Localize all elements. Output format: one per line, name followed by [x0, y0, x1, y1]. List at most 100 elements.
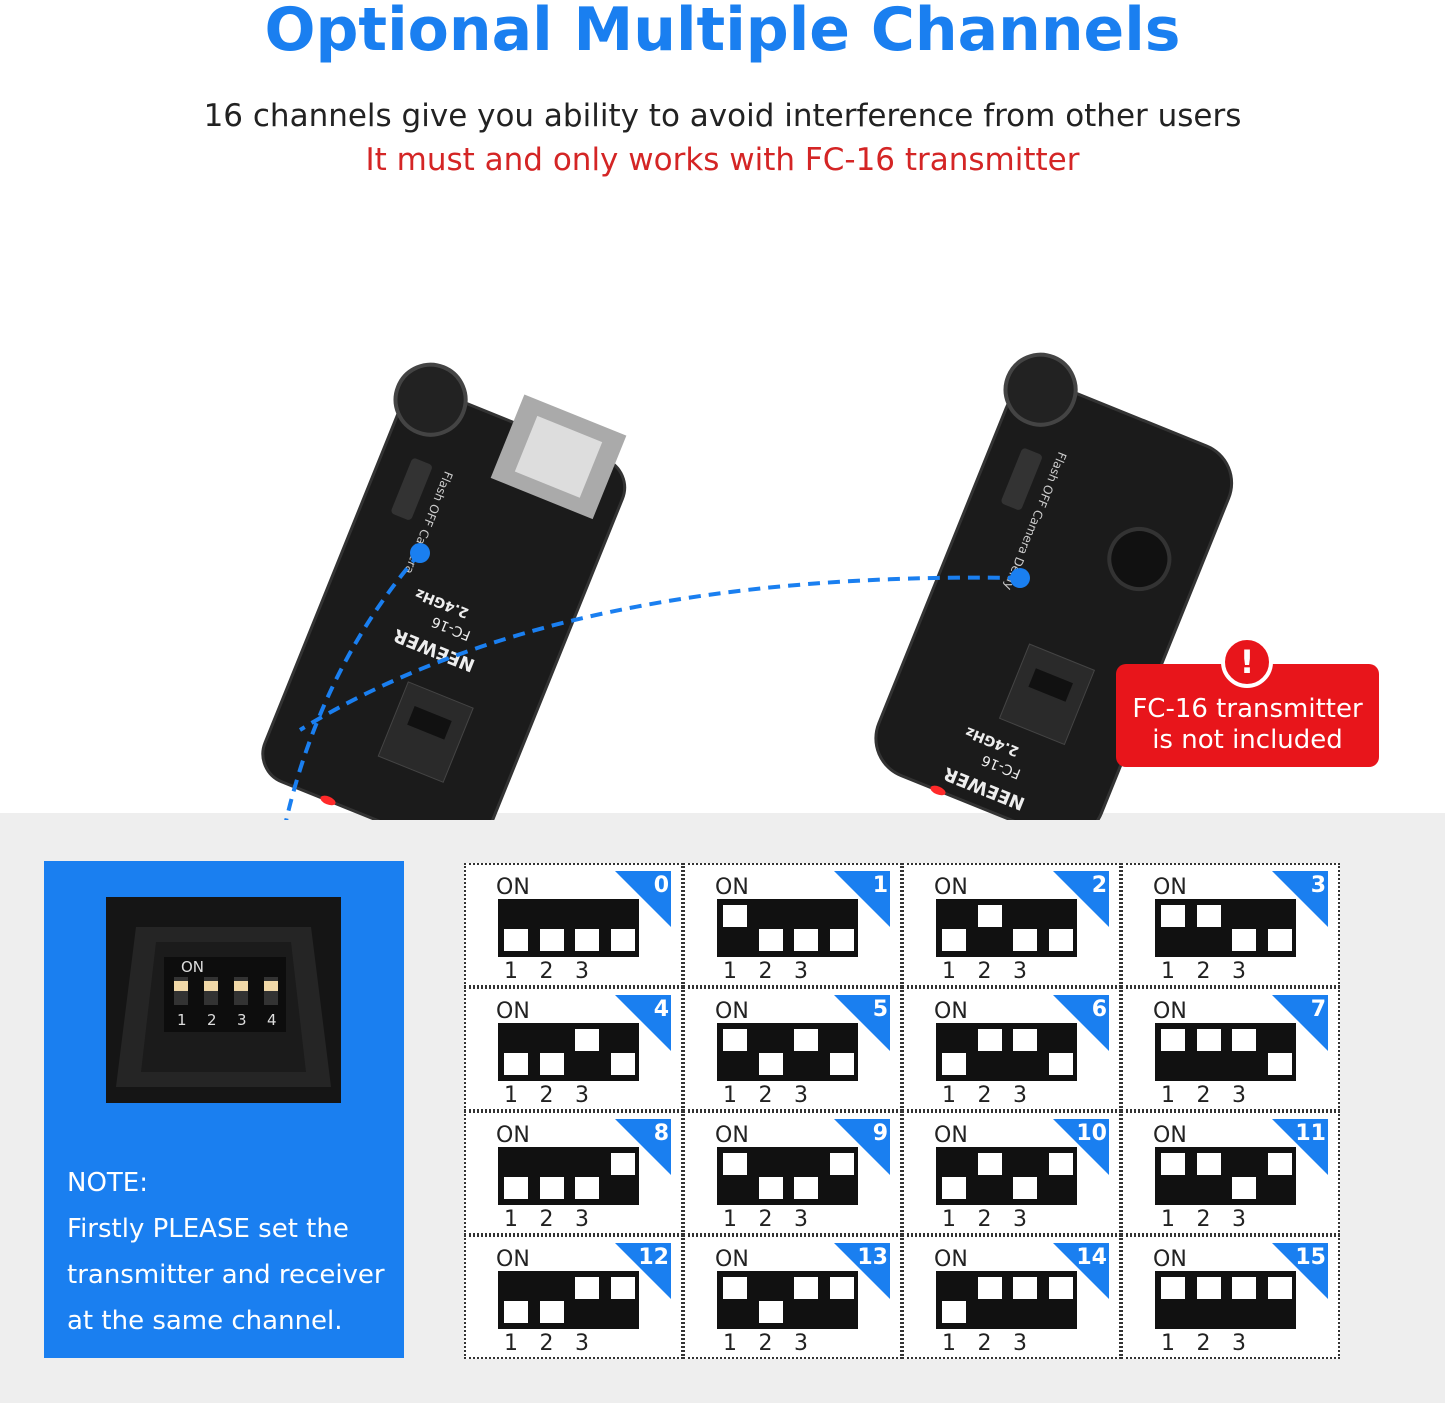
- switch-number: 2: [539, 959, 554, 984]
- channel-number: 14: [1076, 1245, 1107, 1270]
- switch-number: 3: [575, 1331, 589, 1356]
- dip-switch-diagram: [1155, 899, 1296, 957]
- dip-switch-on: [575, 1277, 599, 1299]
- dip-switch-on: [1161, 1029, 1185, 1051]
- dip-switch-diagram: [498, 1147, 639, 1205]
- dip-switch-on: [1048, 1153, 1073, 1175]
- switch-number: 1: [723, 959, 737, 984]
- switch-number: 2: [758, 1207, 773, 1232]
- switch-number: 1: [1161, 1207, 1175, 1232]
- switch-number: 3: [575, 959, 589, 984]
- switch-number: 3: [1013, 1207, 1027, 1232]
- channel-on-label: ON: [1153, 875, 1187, 900]
- dip-switch-diagram: [498, 1271, 639, 1329]
- channel-number: 4: [653, 997, 669, 1022]
- switch-number: 2: [1196, 1083, 1211, 1108]
- channel-on-label: ON: [1153, 999, 1187, 1024]
- dip-switch-on: [610, 1153, 635, 1175]
- switch-number: 4: [504, 984, 540, 985]
- test-button: [1107, 527, 1172, 592]
- dip-switch-on: [1161, 905, 1185, 927]
- switch-number: 4: [942, 1356, 978, 1357]
- dip-switch-off: [942, 1301, 966, 1323]
- dip-switch-off: [794, 1177, 818, 1199]
- dip-switch-on: [1196, 1029, 1221, 1051]
- switch-number: 3: [1013, 959, 1027, 984]
- closeup-num-3: 3: [237, 1011, 247, 1029]
- dip-switch-off: [539, 929, 564, 951]
- channel-grid: ON01234ON11234ON21234ON31234ON41234ON512…: [464, 863, 1340, 1359]
- switch-number: 3: [794, 959, 808, 984]
- connector-dot-left: [410, 543, 430, 563]
- switch-number: 2: [758, 959, 773, 984]
- dip-switch-off: [1013, 929, 1037, 951]
- switch-number: 3: [1013, 1331, 1027, 1356]
- dip-switch-diagram: [936, 1147, 1077, 1205]
- channel-on-label: ON: [715, 1123, 749, 1148]
- channel-cell: ON111234: [1121, 1111, 1340, 1235]
- dip-switch-diagram: [1155, 1271, 1296, 1329]
- channel-on-label: ON: [934, 1247, 968, 1272]
- channel-on-label: ON: [715, 1247, 749, 1272]
- note-line: at the same channel.: [67, 1306, 343, 1336]
- channel-number: 2: [1091, 873, 1107, 898]
- dip-switch-diagram: [717, 1023, 858, 1081]
- dip-switch-diagram: [498, 1023, 639, 1081]
- led-indicator: [930, 785, 946, 796]
- connector-line-right: [298, 575, 1021, 732]
- switch-number: 2: [539, 1083, 554, 1108]
- switch-number: 2: [977, 1331, 992, 1356]
- switch-number: 3: [1232, 1331, 1246, 1356]
- right-receiver: Flash OFF Camera Delay 2.4GHz FC-16 NEEW…: [874, 352, 1234, 820]
- switch-number: 1: [942, 1331, 956, 1356]
- channel-cell: ON51234: [683, 987, 902, 1111]
- switch-number: 1: [723, 1207, 737, 1232]
- dip-switch-off: [829, 929, 854, 951]
- channel-on-label: ON: [715, 999, 749, 1024]
- dip-switch-on: [723, 905, 747, 927]
- closeup-switch-4: [264, 981, 278, 991]
- dip-switch-on: [1196, 905, 1221, 927]
- switch-number: 3: [794, 1331, 808, 1356]
- dip-switch-on: [1196, 1153, 1221, 1175]
- switch-number: 4: [504, 1232, 540, 1233]
- channel-cell: ON61234: [902, 987, 1121, 1111]
- channel-number: 15: [1295, 1245, 1326, 1270]
- dip-switch-on: [829, 1153, 854, 1175]
- closeup-num-1: 1: [177, 1011, 187, 1029]
- channel-number: 7: [1310, 997, 1326, 1022]
- dial-knob: [393, 362, 468, 437]
- channel-number: 12: [638, 1245, 669, 1270]
- switch-number: 1: [942, 1083, 956, 1108]
- dip-switch-on: [977, 1029, 1002, 1051]
- switch-number: 2: [539, 1331, 554, 1356]
- dip-switch-diagram: [936, 899, 1077, 957]
- dip-switch-on: [1267, 1153, 1292, 1175]
- switch-number: 2: [539, 1207, 554, 1232]
- badge-text: FC-16 transmitter is not included: [1132, 694, 1363, 755]
- switch-number: 4: [1161, 1108, 1197, 1109]
- dip-switch-diagram: [717, 1147, 858, 1205]
- dip-switch-diagram: [717, 1271, 858, 1329]
- dip-switch-off: [1232, 929, 1256, 951]
- dip-switch-on: [829, 1277, 854, 1299]
- closeup-on-label: ON: [181, 958, 204, 976]
- channel-cell: ON91234: [683, 1111, 902, 1235]
- note-text: NOTE: Firstly PLEASE set the transmitter…: [67, 1160, 397, 1344]
- switch-number: 3: [1232, 959, 1246, 984]
- dip-switch-off: [829, 1053, 854, 1075]
- switch-number: 2: [1196, 959, 1211, 984]
- channel-cell: ON01234: [464, 863, 683, 987]
- dip-switch-off: [758, 1177, 783, 1199]
- switch-number: 3: [1232, 1083, 1246, 1108]
- dip-switch-off: [504, 1177, 528, 1199]
- dip-switch-off: [504, 929, 528, 951]
- mode-switch: [391, 458, 432, 520]
